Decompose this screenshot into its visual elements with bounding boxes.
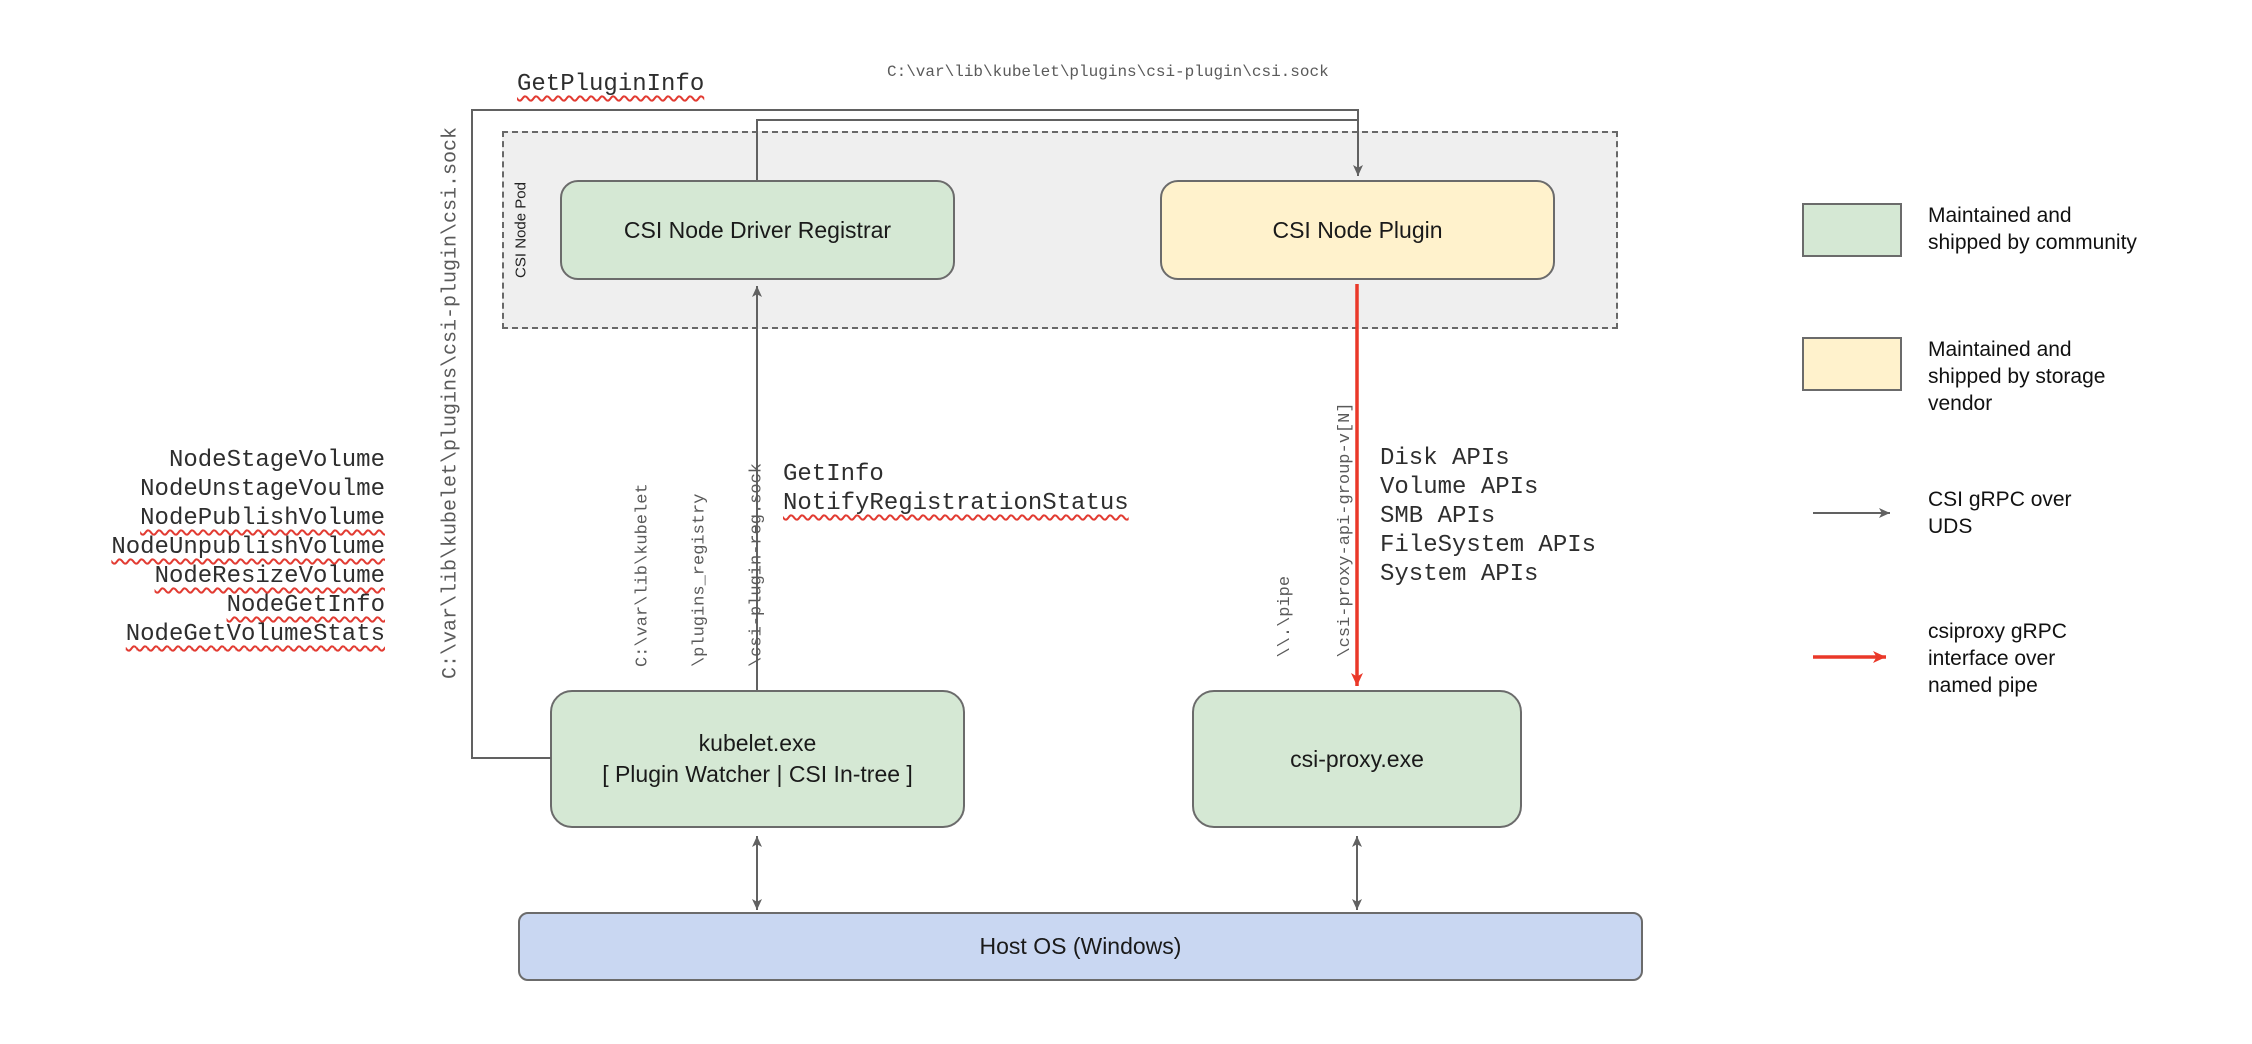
csi-sock-path-top: C:\var\lib\kubelet\plugins\csi-plugin\cs… [887, 63, 1329, 81]
reg-sock-path-line2: \plugins_registry [690, 493, 710, 668]
kubelet-label-line2: [ Plugin Watcher | CSI In-tree ] [602, 761, 913, 787]
node-rpc-item: NodeUnpublishVolume [111, 534, 385, 561]
proxy-api-item: Disk APIs [1380, 445, 1510, 472]
host-os-box: Host OS (Windows) [518, 912, 1643, 981]
legend-pipe-label: csiproxy gRPC interface over named pipe [1928, 620, 2067, 697]
legend-community-label: Maintained and shipped by community [1928, 204, 2137, 254]
csi-node-plugin-box: CSI Node Plugin [1160, 180, 1555, 280]
csi-proxy-box: csi-proxy.exe [1192, 690, 1522, 828]
csi-proxy-label: csi-proxy.exe [1290, 745, 1424, 772]
node-rpc-item: NodeGetVolumeStats [125, 621, 385, 648]
csi-node-plugin-label: CSI Node Plugin [1272, 216, 1443, 243]
node-rpc-item: NodeUnstageVoulme [140, 476, 385, 503]
proxy-api-list: Disk APIs Volume APIs SMB APIs FileSyste… [1380, 444, 1596, 589]
proxy-api-item: SMB APIs [1380, 503, 1496, 530]
node-rpc-item: NodeStageVolume [168, 447, 385, 474]
registration-rpc-labels: GetInfo NotifyRegistrationStatus [783, 460, 1129, 518]
legend-vendor-label: Maintained and shipped by storage vendor [1928, 338, 2106, 415]
legend-uds-label: CSI gRPC over UDS [1928, 488, 2072, 538]
host-os-label: Host OS (Windows) [979, 933, 1182, 959]
csi-node-driver-registrar-box: CSI Node Driver Registrar [560, 180, 955, 280]
named-pipe-path-line1: \\.\pipe [1276, 575, 1295, 658]
node-rpc-list: NodeStageVolume NodeUnstageVoulme NodePu… [80, 446, 385, 649]
node-rpc-item: NodePublishVolume [140, 505, 385, 532]
csi-sock-path-left: C:\var\lib\kubelet\plugins\csi-plugin\cs… [439, 126, 463, 680]
legend-vendor-swatch [1802, 337, 1902, 391]
proxy-api-item: System APIs [1380, 561, 1539, 588]
node-rpc-item: NodeResizeVolume [154, 563, 385, 590]
csi-node-pod-label: CSI Node Pod [512, 182, 530, 278]
get-plugin-info-label: GetPluginInfo [517, 71, 705, 98]
get-info-label: GetInfo [783, 461, 884, 488]
node-rpc-item: NodeGetInfo [226, 592, 385, 619]
reg-sock-path-line1: C:\var\lib\kubelet [633, 483, 653, 668]
reg-sock-path-line3: \csi-plugin-reg.sock [747, 462, 767, 668]
proxy-api-item: Volume APIs [1380, 474, 1539, 501]
kubelet-box: kubelet.exe [ Plugin Watcher | CSI In-tr… [550, 690, 965, 828]
named-pipe-path-line2: \csi-proxy-api-group-v[N] [1336, 402, 1355, 658]
kubelet-label-line1: kubelet.exe [698, 730, 817, 756]
notify-registration-status-label: NotifyRegistrationStatus [783, 490, 1129, 517]
csi-node-driver-registrar-label: CSI Node Driver Registrar [623, 216, 892, 243]
reg-sock-path: C:\var\lib\kubelet \plugins_registry \cs… [596, 463, 805, 667]
proxy-api-item: FileSystem APIs [1380, 532, 1597, 559]
legend-community-swatch [1802, 203, 1902, 257]
named-pipe-path: \\.\pipe \csi-proxy-api-group-v[N] [1236, 402, 1396, 657]
